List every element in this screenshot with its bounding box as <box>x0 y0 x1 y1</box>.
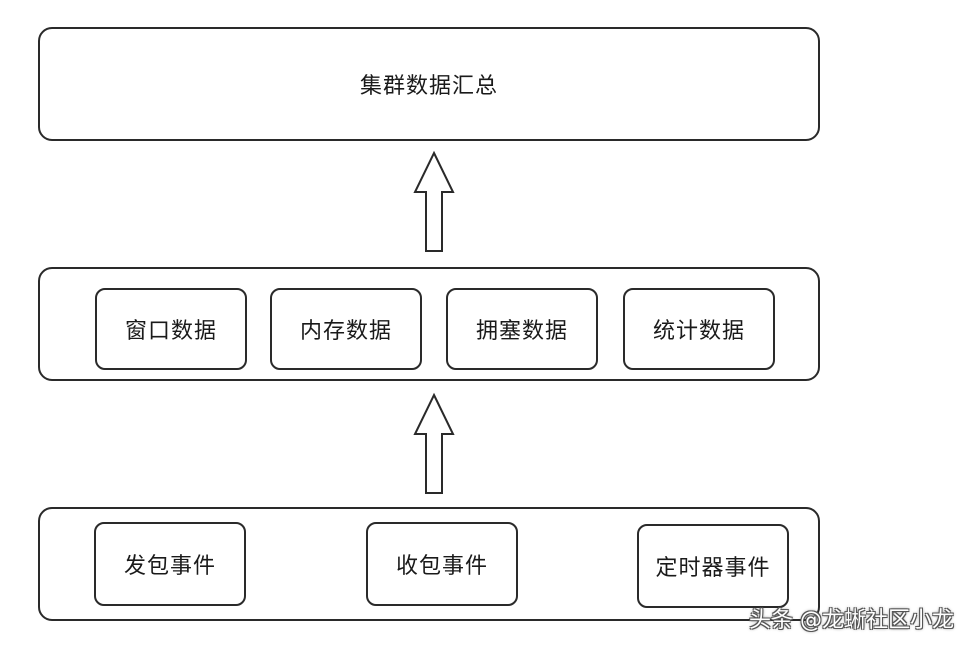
up-arrow-top-icon <box>413 150 455 252</box>
send-packet-event-box: 发包事件 <box>94 522 246 606</box>
memory-data-box: 内存数据 <box>270 288 422 370</box>
events-layer-box: 发包事件 收包事件 定时器事件 <box>38 507 820 621</box>
congestion-data-box: 拥塞数据 <box>446 288 598 370</box>
receive-packet-event-label: 收包事件 <box>395 554 488 579</box>
receive-packet-event-box: 收包事件 <box>366 522 518 606</box>
up-arrow-bottom-icon <box>413 392 455 494</box>
cluster-summary-box: 集群数据汇总 <box>38 27 820 141</box>
window-data-label: 窗口数据 <box>124 319 217 344</box>
data-layer-box: 窗口数据 内存数据 拥塞数据 统计数据 <box>38 267 820 381</box>
memory-data-label: 内存数据 <box>299 319 392 344</box>
timer-event-box: 定时器事件 <box>637 524 789 608</box>
statistics-data-label: 统计数据 <box>652 319 745 344</box>
window-data-box: 窗口数据 <box>95 288 247 370</box>
congestion-data-label: 拥塞数据 <box>475 319 568 344</box>
statistics-data-box: 统计数据 <box>623 288 775 370</box>
timer-event-label: 定时器事件 <box>655 556 771 581</box>
cluster-summary-label: 集群数据汇总 <box>359 74 498 99</box>
send-packet-event-label: 发包事件 <box>123 554 216 579</box>
watermark-text: 头条 @龙蜥社区小龙 <box>749 608 954 633</box>
